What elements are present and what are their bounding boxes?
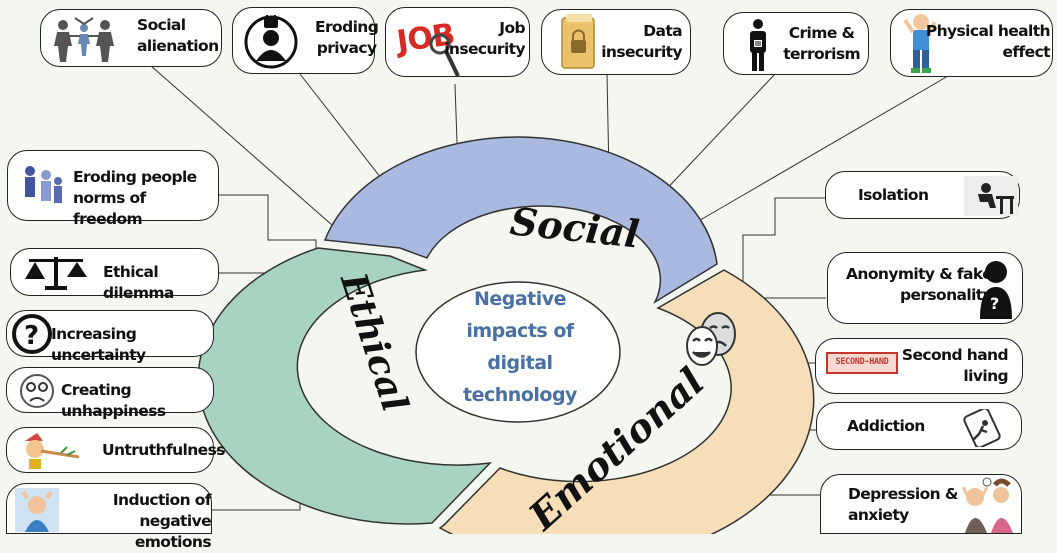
center-title: Negative impacts of digital technology (455, 283, 585, 411)
crowd-icon (25, 166, 62, 203)
isolation-label: Isolation (858, 186, 929, 204)
center-line-1: Negative (473, 288, 567, 310)
social-segment (323, 136, 718, 305)
addiction-box: Addiction (816, 402, 1022, 450)
center-ellipse (415, 281, 621, 423)
crime-terrorism-box: Crime & terrorism (723, 12, 869, 75)
depression-box: Depression & anxiety (820, 474, 1022, 534)
svg-text:?: ? (990, 294, 999, 313)
increasing-uncertainty-label: Increasing uncertainty (51, 325, 146, 364)
people-conflict-icon (54, 17, 114, 62)
increasing-uncertainty-box: ? Increasing uncertainty (6, 310, 214, 364)
social-alienation-box: Social alienation (40, 9, 222, 67)
untruthfulness-box: Untruthfulness (6, 427, 225, 473)
depression-label: Depression & anxiety (848, 485, 958, 524)
anonymous-silhouette-icon: ? (980, 261, 1012, 319)
question-mark-icon: ? (12, 314, 52, 354)
anonymity-box: Anonymity & fake personality ? (827, 252, 1023, 324)
depressed-people-icon (961, 477, 1013, 533)
center-line-4: technology (463, 384, 577, 406)
job-insecurity-label: Job insecurity (444, 19, 525, 58)
second-hand-stamp-text: SECOND-HAND (835, 357, 889, 368)
eroding-freedom-box: Eroding people norms of freedom (7, 150, 219, 228)
job-insecurity-box: JOB Job insecurity (385, 7, 530, 77)
isolation-box: Isolation (825, 171, 1020, 219)
job-magnifier-icon: JOB (396, 17, 460, 77)
data-insecurity-box: Data insecurity (541, 9, 691, 75)
lonely-person-icon (964, 176, 1018, 216)
crime-terrorism-label: Crime & terrorism (783, 24, 860, 63)
svg-text:?: ? (24, 321, 38, 351)
creating-unhappiness-label: Creating unhappiness (61, 381, 166, 420)
pinocchio-icon (25, 433, 80, 469)
addiction-label: Addiction (847, 417, 925, 435)
untruthfulness-label: Untruthfulness (102, 441, 225, 459)
scales-icon (25, 257, 87, 290)
data-insecurity-label: Data insecurity (601, 22, 682, 61)
phone-addiction-icon (963, 409, 1001, 447)
eroding-privacy-box: Eroding privacy (232, 7, 379, 74)
prisoner-icon (750, 19, 766, 71)
physical-health-label: Physical health effect (925, 22, 1051, 61)
negative-emotions-label: Induction of negative emotions (112, 491, 212, 551)
second-hand-box: SECOND-HAND Second hand living (815, 338, 1023, 394)
second-hand-label: Second hand living (901, 346, 1009, 385)
locked-user-icon (244, 15, 298, 69)
second-hand-stamp-icon: SECOND-HAND (826, 352, 898, 374)
physical-health-box: Physical health effect (890, 9, 1053, 77)
social-alienation-label: Social alienation (137, 16, 219, 55)
ethical-dilemma-box: Ethical dilemma (10, 248, 219, 302)
creating-unhappiness-box: Creating unhappiness (6, 367, 214, 420)
locked-folder-icon (561, 14, 595, 69)
theatre-masks-icon (686, 312, 736, 366)
negative-emotions-box: Induction of negative emotions (6, 483, 212, 551)
eroding-freedom-label: Eroding people norms of freedom (73, 168, 197, 228)
center-line-3: digital (487, 352, 553, 374)
sad-face-icon (20, 374, 54, 408)
ethical-dilemma-label: Ethical dilemma (103, 263, 174, 302)
tired-person-icon (903, 14, 937, 73)
center-line-2: impacts of (466, 320, 574, 342)
eroding-privacy-label: Eroding privacy (315, 18, 379, 57)
anonymity-label: Anonymity & fake personality (846, 265, 993, 304)
stressed-person-icon (15, 488, 59, 532)
